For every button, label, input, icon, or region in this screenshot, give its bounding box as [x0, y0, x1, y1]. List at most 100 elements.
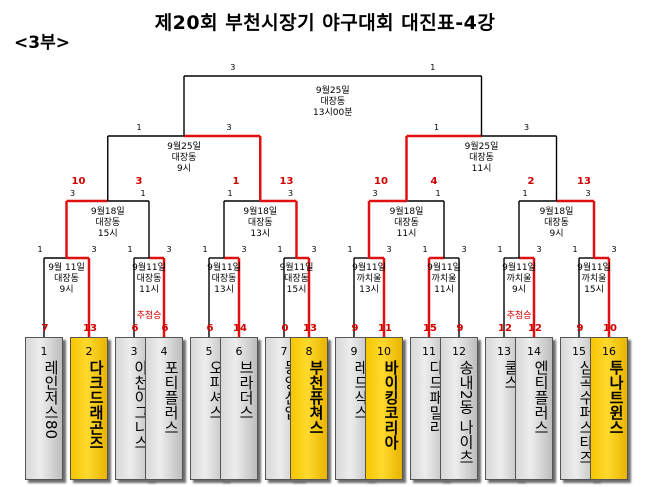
team-name: 바이킹코리아 — [382, 360, 400, 450]
match-venue: 대장동 — [212, 273, 237, 284]
match-date: 9월18일 — [91, 205, 125, 217]
team-card: 12 송내2동 나이츠 — [440, 337, 478, 480]
team-name: 브라더스 — [237, 360, 255, 420]
match-date: 9월11일 — [502, 261, 536, 273]
score: 9 — [457, 323, 464, 334]
match-date: 9월11일 — [207, 261, 241, 273]
match-time: 13시 — [359, 284, 379, 295]
bracket-title: 제20회 부천시장기 야구대회 대진표-4강 — [154, 12, 496, 34]
team-name: 송내2동 나이츠 — [457, 360, 475, 465]
match-time: 15시 — [584, 284, 604, 295]
inning-mark: 3 — [524, 123, 529, 132]
score: 6 — [207, 323, 214, 334]
inning-mark: 3 — [585, 189, 590, 198]
inning-mark: 3 — [536, 245, 541, 254]
match-venue: 대장동 — [137, 273, 162, 284]
match-date: 9월18일 — [390, 205, 424, 217]
match-venue: 대장동 — [469, 152, 494, 163]
team-card: 1 레인저스80 — [25, 337, 63, 480]
team-seed-number: 3 — [130, 345, 138, 358]
match-date: 9월11일 — [132, 261, 166, 273]
score: 0 — [282, 323, 289, 334]
team-seed-number: 15 — [572, 345, 586, 358]
score: 13 — [83, 323, 97, 334]
team-seed-number: 5 — [205, 345, 213, 358]
inning-mark: 1 — [136, 123, 141, 132]
score: 3 — [136, 176, 143, 187]
score: 13 — [280, 176, 294, 187]
team-seed-number: 11 — [422, 345, 436, 358]
inning-mark: 3 — [241, 245, 246, 254]
part-label: <3부> — [14, 33, 70, 53]
team-card: 8 부천퓨쳐스 — [290, 337, 328, 480]
team-seed-number: 6 — [235, 345, 243, 358]
match-date: 9월25일 — [167, 140, 201, 152]
inning-mark: 1 — [140, 189, 145, 198]
score: 15 — [423, 323, 437, 334]
match-time: 11시 — [472, 163, 492, 174]
team-card: 2 다크드래곤즈 — [70, 337, 108, 480]
score: 13 — [303, 323, 317, 334]
inning-mark: 3 — [70, 189, 75, 198]
match-time: 11시 — [139, 284, 159, 295]
match-time: 13시 — [214, 284, 234, 295]
draw-win-note: 추첨승 — [507, 310, 532, 321]
inning-mark: 1 — [127, 245, 132, 254]
inning-mark: 1 — [422, 245, 427, 254]
match-venue: 까치울 — [357, 272, 382, 284]
match-time: 11시 — [434, 284, 454, 295]
match-venue: 대장동 — [248, 217, 273, 228]
team-name: 다크드래곤즈 — [87, 360, 105, 450]
score: 1 — [233, 176, 240, 187]
team-seed-number: 10 — [377, 345, 391, 358]
score: 12 — [528, 323, 542, 334]
inning-mark: 3 — [91, 245, 96, 254]
match-time: 13시00분 — [313, 107, 352, 118]
inning-mark: 1 — [497, 245, 502, 254]
team-seed-number: 13 — [497, 345, 511, 358]
inning-mark: 1 — [434, 123, 439, 132]
score: 10 — [72, 176, 86, 187]
score: 6 — [132, 323, 139, 334]
team-seed-number: 2 — [85, 345, 93, 358]
match-venue: 대장동 — [172, 152, 197, 163]
team-seed-number: 7 — [280, 345, 288, 358]
inning-mark: 1 — [227, 189, 232, 198]
score: 13 — [577, 176, 591, 187]
team-seed-number: 12 — [452, 345, 466, 358]
inning-mark: 1 — [347, 245, 352, 254]
team-name: 포티플러스 — [162, 360, 180, 435]
team-name: 레인저스80 — [42, 360, 60, 440]
match-time: 15시 — [287, 284, 307, 295]
team-seed-number: 1 — [40, 345, 48, 358]
score: 11 — [378, 323, 392, 334]
inning-mark: 1 — [37, 245, 42, 254]
match-time: 9시 — [177, 163, 191, 174]
match-date: 9월25일 — [316, 84, 350, 96]
match-date: 9월18일 — [243, 205, 277, 217]
score: 9 — [352, 323, 359, 334]
match-date: 9월 11일 — [48, 261, 85, 273]
team-seed-number: 8 — [305, 345, 313, 358]
team-name: 부천퓨쳐스 — [307, 360, 325, 435]
score: 14 — [233, 323, 247, 334]
inning-mark: 1 — [572, 245, 577, 254]
match-venue: 까치울 — [432, 272, 457, 284]
team-seed-number: 9 — [350, 345, 358, 358]
inning-mark: 3 — [166, 245, 171, 254]
inning-mark: 3 — [230, 63, 235, 72]
score: 6 — [162, 323, 169, 334]
team-card: 6 브라더스 — [220, 337, 258, 480]
match-date: 9월18일 — [540, 205, 574, 217]
inning-mark: 1 — [430, 63, 435, 72]
match-venue: 대장동 — [320, 96, 345, 107]
score: 7 — [42, 323, 49, 334]
score: 10 — [603, 323, 617, 334]
match-time: 9시 — [549, 228, 563, 239]
match-venue: 대장동 — [284, 273, 309, 284]
match-time: 11시 — [397, 228, 417, 239]
team-name: 엔티플러스 — [532, 360, 550, 435]
team-card: 10 바이킹코리아 — [365, 337, 403, 480]
